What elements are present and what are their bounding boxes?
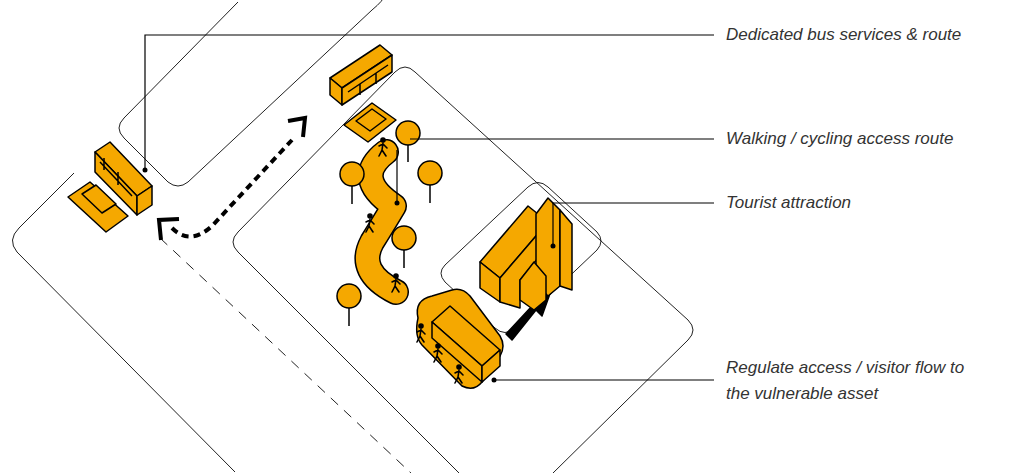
tree-crown bbox=[418, 161, 442, 185]
leader-dots bbox=[143, 168, 556, 383]
leader-line bbox=[145, 35, 714, 170]
leader-line bbox=[494, 379, 714, 380]
pedestrians bbox=[366, 138, 463, 383]
pedestrian bbox=[379, 138, 387, 156]
pedestrian bbox=[434, 344, 442, 362]
callout-label: Walking / cycling access route bbox=[726, 126, 953, 152]
trees bbox=[337, 121, 442, 326]
tree-trunk bbox=[407, 145, 409, 162]
pedestrian bbox=[392, 274, 400, 292]
callout-label: Regulate access / visitor flow to the vu… bbox=[726, 355, 988, 407]
car-cabin bbox=[356, 109, 386, 131]
callout-label: Dedicated bus services & route bbox=[726, 22, 961, 48]
route-dash bbox=[172, 140, 292, 237]
road-edge bbox=[12, 173, 235, 472]
plaza bbox=[417, 289, 503, 388]
leader-line bbox=[410, 138, 714, 139]
pedestrian bbox=[455, 365, 463, 383]
tree-crown bbox=[337, 284, 361, 308]
gate-end bbox=[482, 350, 500, 382]
bus-front bbox=[137, 186, 152, 215]
gable-wall bbox=[480, 262, 500, 302]
bus-side bbox=[342, 55, 392, 105]
tree-crown bbox=[396, 121, 420, 145]
car-body bbox=[344, 103, 396, 142]
leader-dot bbox=[395, 201, 400, 206]
bus-route bbox=[159, 118, 305, 240]
tree-crown bbox=[392, 226, 416, 250]
road-outlines bbox=[12, 0, 693, 473]
tree-trunk bbox=[348, 308, 350, 326]
leader-line bbox=[396, 150, 397, 203]
callout-label: Tourist attraction bbox=[726, 190, 851, 216]
leader-dot bbox=[143, 168, 148, 173]
leader-line bbox=[553, 203, 714, 246]
bus-windows bbox=[348, 65, 388, 95]
wing bbox=[520, 262, 546, 310]
park-outline bbox=[233, 67, 693, 473]
leader-dot bbox=[551, 244, 556, 249]
leader-lines bbox=[145, 35, 714, 380]
tree-trunk bbox=[351, 186, 353, 204]
vehicles bbox=[68, 45, 396, 232]
arrow-head bbox=[159, 219, 179, 240]
tree-crown bbox=[340, 162, 364, 186]
gate-wall bbox=[432, 322, 482, 382]
car-cabin bbox=[82, 185, 116, 213]
tourist-attraction bbox=[480, 198, 572, 310]
pedestrian bbox=[366, 214, 374, 232]
leader-dot bbox=[492, 378, 497, 383]
bus-front bbox=[330, 78, 342, 105]
tree-trunk bbox=[403, 250, 405, 268]
bus-windows bbox=[100, 158, 132, 196]
arrow-head bbox=[288, 118, 305, 137]
tree-trunk bbox=[429, 185, 431, 203]
pedestrian bbox=[417, 324, 425, 342]
bus-roof bbox=[95, 142, 152, 196]
car-body bbox=[68, 182, 128, 232]
tower-side bbox=[560, 210, 572, 290]
